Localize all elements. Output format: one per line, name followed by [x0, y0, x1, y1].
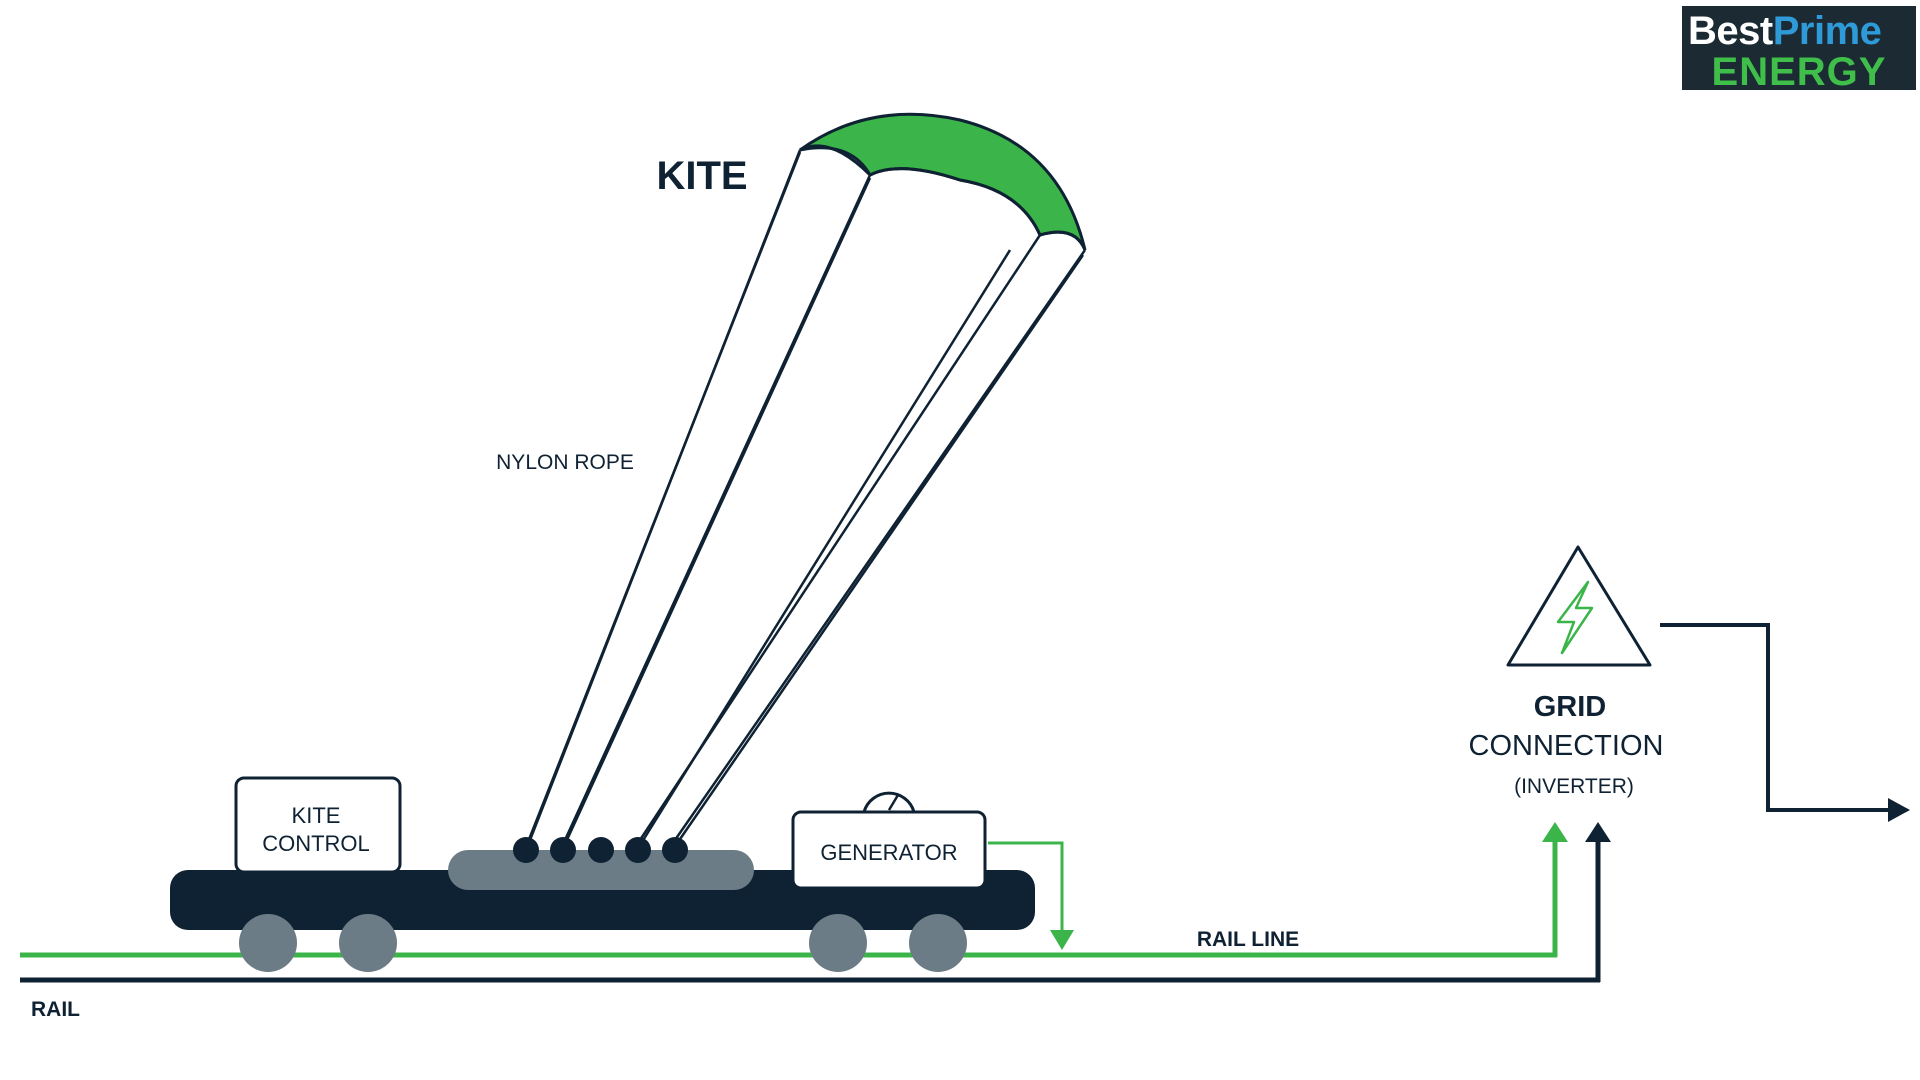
rope-anchor-3 [588, 837, 614, 863]
rope-anchor-4 [625, 837, 651, 863]
rope-anchor-2 [550, 837, 576, 863]
rail-green-arrow [1542, 822, 1568, 842]
wheel-1 [239, 914, 297, 972]
grid-output-line [1660, 623, 1895, 812]
generator-output-arrow [1050, 930, 1074, 950]
nylon-ropes [526, 151, 1085, 843]
grid-label-3: (INVERTER) [1514, 775, 1634, 798]
rail-line-label: RAIL LINE [1197, 928, 1299, 951]
kite-front-edge [799, 144, 1087, 251]
kite-green-band [799, 112, 1087, 251]
kite-control-label-1: KITE [292, 803, 341, 828]
lightning-warning-icon [1506, 545, 1652, 667]
rope-anchor-1 [513, 837, 539, 863]
gauge-icon [862, 791, 916, 813]
grid-label-2: CONNECTION [1469, 730, 1664, 762]
wheel-2 [339, 914, 397, 972]
rope-anchor-5 [662, 837, 688, 863]
brand-logo: BestPrime ENERGY [1682, 6, 1916, 94]
rail-navy-arrow [1585, 822, 1611, 842]
generator-output-line [988, 841, 1064, 933]
nylon-rope-label: NYLON ROPE [496, 451, 634, 474]
generator-label: GENERATOR [820, 840, 957, 865]
grid-label-1: GRID [1534, 691, 1607, 723]
kite-canopy [528, 112, 1087, 841]
kite-control-box [234, 776, 402, 874]
logo-best-text: Best [1688, 9, 1773, 53]
grid-output-arrow [1888, 798, 1910, 822]
logo-prime-text: Prime [1772, 9, 1882, 53]
wheel-3 [809, 914, 867, 972]
logo-wordmark: BestPrime [1688, 10, 1910, 52]
wheel-4 [909, 914, 967, 972]
kite-control-label-2: CONTROL [262, 831, 370, 856]
logo-energy-text: ENERGY [1711, 50, 1887, 94]
rail-label: RAIL [31, 998, 80, 1021]
kite-label: KITE [656, 154, 747, 198]
generator-box [791, 810, 987, 890]
